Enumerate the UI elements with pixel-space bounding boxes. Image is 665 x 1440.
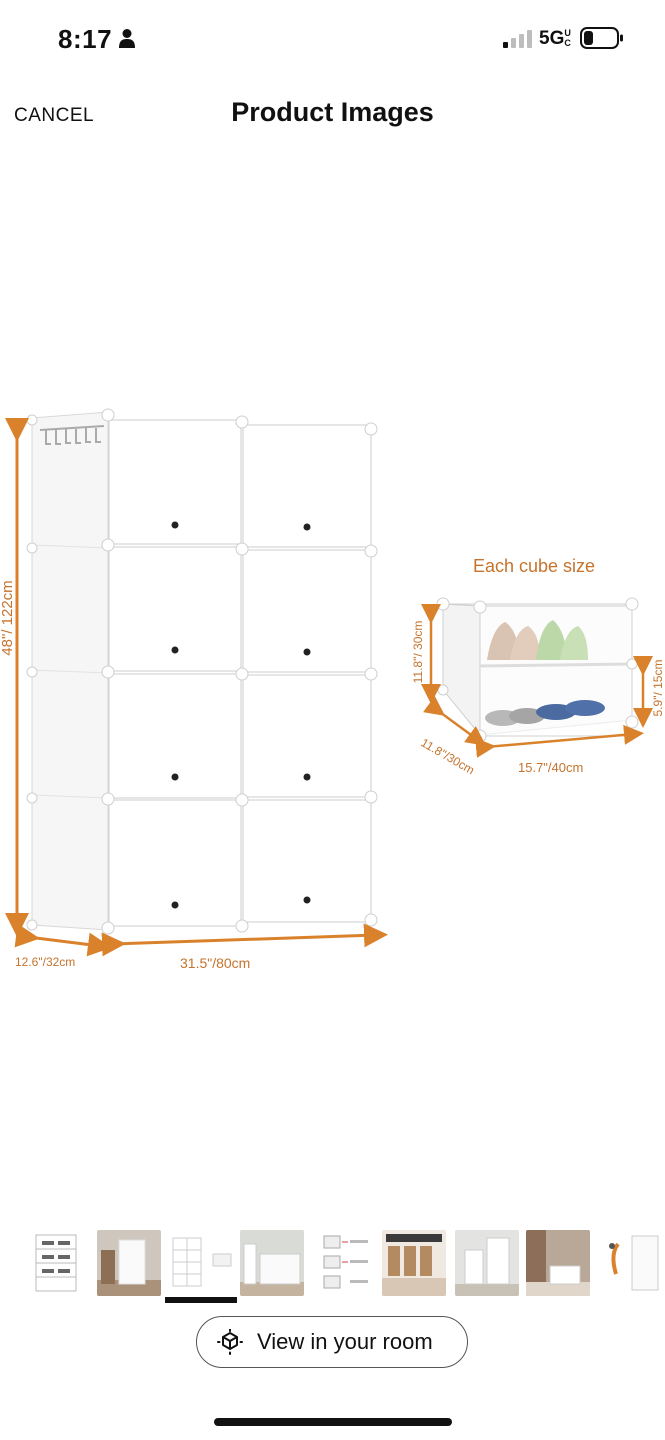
status-bar: 8:17 5GUC — [0, 0, 665, 80]
thumbnail-6[interactable] — [382, 1230, 446, 1296]
ar-cube-icon — [217, 1329, 243, 1355]
cube-dimension-lines — [421, 604, 653, 758]
network-type: 5GUC — [539, 28, 571, 49]
cube-heading: Each cube size — [473, 556, 595, 576]
cube-width-label: 15.7"/40cm — [518, 760, 583, 775]
cube-illustration — [436, 597, 639, 743]
thumbnail-strip — [0, 1230, 665, 1306]
main-dimension-lines — [5, 418, 388, 957]
status-time: 8:17 — [58, 24, 113, 54]
thumbnail-7[interactable] — [455, 1230, 519, 1296]
main-depth-label: 12.6"/32cm — [15, 955, 75, 969]
view-in-your-room-button[interactable]: View in your room — [196, 1316, 468, 1368]
thumbnail-1[interactable] — [30, 1230, 82, 1296]
cube-shelf-height-label: 5.9"/ 15cm — [651, 660, 665, 717]
network-suffix: UC — [564, 28, 571, 48]
main-width-label: 31.5"/80cm — [180, 955, 250, 971]
thumbnail-8[interactable] — [526, 1230, 590, 1296]
battery-icon — [580, 27, 623, 49]
thumbnail-4[interactable] — [240, 1230, 304, 1296]
selected-thumbnail-indicator — [165, 1297, 237, 1303]
cabinet-illustration — [26, 408, 378, 935]
thumbnail-5[interactable] — [318, 1230, 372, 1296]
thumbnail-2[interactable] — [97, 1230, 161, 1296]
cube-height-label: 11.8"/ 30cm — [411, 621, 425, 684]
thumbnail-3-selected[interactable] — [165, 1230, 237, 1296]
home-indicator — [214, 1418, 452, 1426]
signal-icon — [503, 30, 532, 48]
product-image[interactable]: 48"/ 122cm 12.6"/32cm 31.5"/80cm Each cu… — [0, 400, 665, 980]
cancel-button[interactable]: CANCEL — [14, 105, 95, 126]
main-height-label: 48"/ 122cm — [0, 580, 16, 655]
person-icon — [119, 29, 135, 48]
cube-depth-label: 11.8"/30cm — [419, 735, 477, 777]
view-in-your-room-label: View in your room — [257, 1329, 433, 1354]
page-title: Product Images — [231, 97, 434, 127]
thumbnail-9[interactable] — [598, 1230, 662, 1296]
